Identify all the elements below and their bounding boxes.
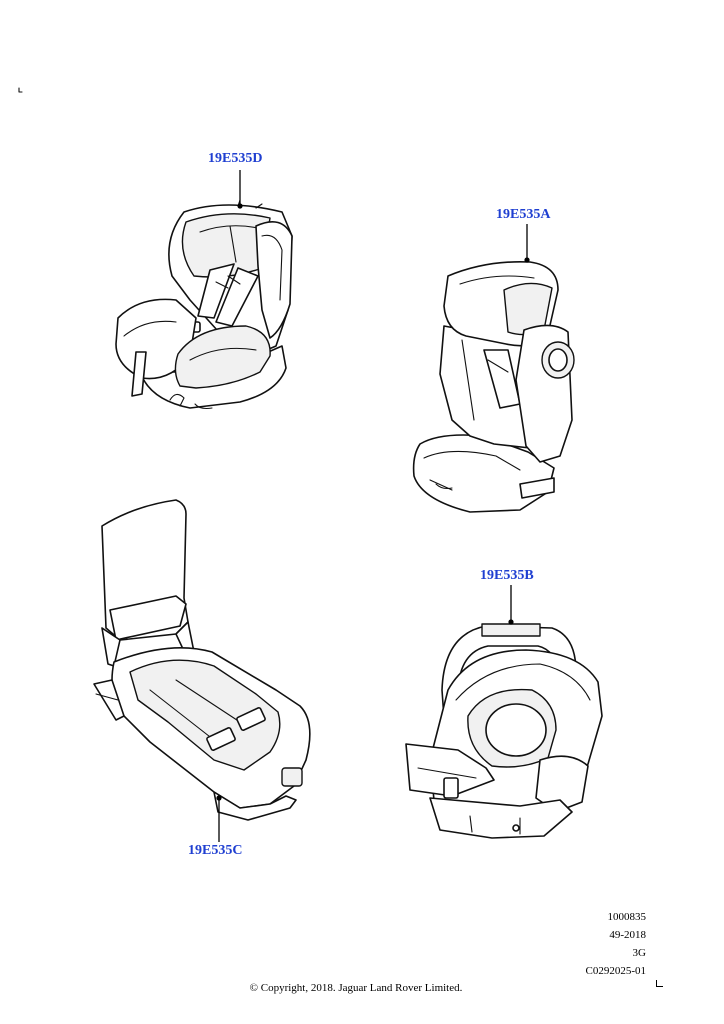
part-label-19E535D[interactable]: 19E535D — [208, 151, 263, 166]
illustration-metadata: 1000835 49-2018 3G C0292025-01 — [586, 908, 647, 980]
corner-mark-bottom — [656, 980, 663, 987]
meta-ref: 1000835 — [607, 911, 647, 923]
part-label-19E535C[interactable]: 19E535C — [188, 843, 243, 858]
isofix-base-19E535C — [93, 499, 311, 821]
infant-carrier-19E535B — [405, 623, 603, 839]
part-label-19E535A[interactable]: 19E535A — [496, 207, 551, 222]
part-label-19E535B[interactable]: 19E535B — [480, 568, 534, 583]
child-seat-19E535D — [115, 199, 293, 410]
corner-mark — [18, 87, 23, 93]
booster-seat-19E535A — [412, 260, 575, 513]
copyright-notice: © Copyright, 2018. Jaguar Land Rover Lim… — [249, 982, 463, 994]
meta-date: 49-2018 — [609, 929, 646, 941]
meta-code: C0292025-01 — [585, 965, 647, 977]
meta-rev: 3G — [632, 947, 646, 959]
